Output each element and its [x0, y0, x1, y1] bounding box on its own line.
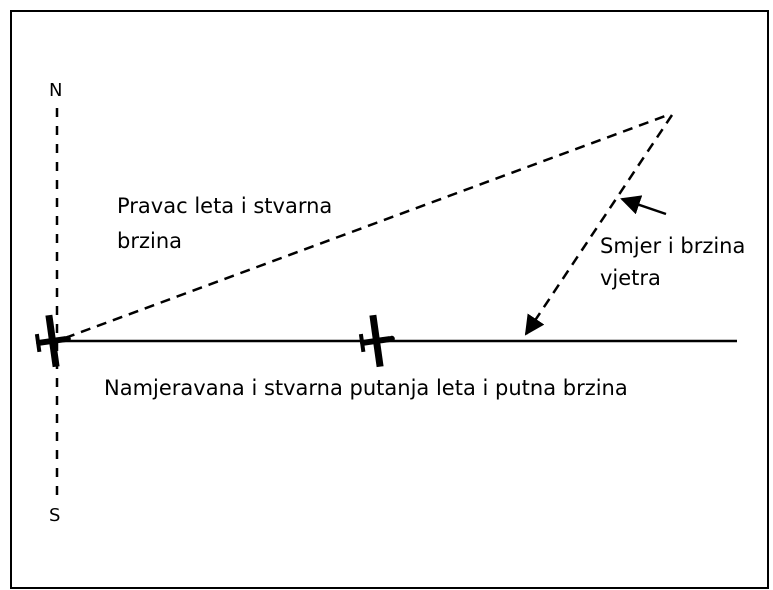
heading-label-line2: brzina [117, 229, 182, 253]
north-label: N [49, 80, 63, 101]
airplane-icon [356, 312, 399, 369]
heading-label-line1: Pravac leta i stvarna [117, 194, 333, 218]
south-label: S [49, 505, 61, 526]
heading-vector [64, 113, 669, 340]
airplane-icon [32, 312, 75, 369]
wind-vector [524, 114, 674, 336]
heading-label: Pravac leta i stvarna brzina [117, 189, 332, 259]
track-label: Namjeravana i stvarna putanja leta i put… [104, 376, 628, 400]
diagram-frame [10, 10, 769, 589]
wind-label: Smjer i brzina vjetra [600, 230, 745, 294]
wind-pointer-arrow [620, 195, 667, 216]
wind-label-line2: vjetra [600, 266, 661, 290]
wind-label-line1: Smjer i brzina [600, 234, 746, 258]
